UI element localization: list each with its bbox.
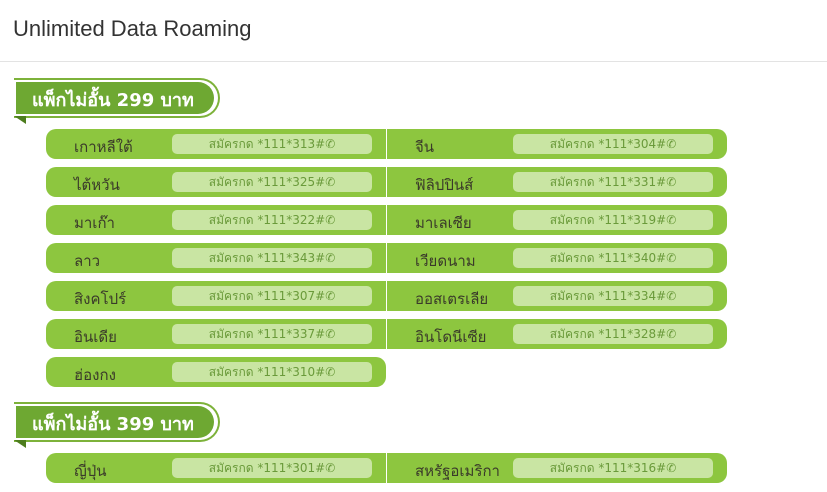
country-name: อินเดีย [74,328,117,346]
country-name: มาเลเซีย [415,214,472,232]
package-title: แพ็กไม่อั้น 299 บาท [32,90,194,111]
package-banner: แพ็กไม่อั้น 299 บาท [14,78,220,124]
country-name: มาเก๊า [74,214,115,232]
country-row[interactable]: ฮ่องกง สมัครกด *111*310#✆ [46,357,386,387]
country-name: เวียดนาม [415,252,476,270]
package-title: แพ็กไม่อั้น 399 บาท [32,414,194,435]
dial-code[interactable]: สมัครกด *111*319#✆ [513,210,713,230]
country-row[interactable]: ญี่ปุ่น สมัครกด *111*301#✆ [46,453,386,483]
country-name: ฟิลิปปินส์ [415,176,474,194]
dial-code[interactable]: สมัครกด *111*310#✆ [172,362,372,382]
dial-code[interactable]: สมัครกด *111*337#✆ [172,324,372,344]
country-row[interactable]: ไต้หวัน สมัครกด *111*325#✆ [46,167,386,197]
country-row[interactable]: ลาว สมัครกด *111*343#✆ [46,243,386,273]
country-name: อินโดนีเซีย [415,328,487,346]
dial-code[interactable]: สมัครกด *111*322#✆ [172,210,372,230]
country-row[interactable]: เกาหลีใต้ สมัครกด *111*313#✆ [46,129,386,159]
country-name: สิงคโปร์ [74,290,127,308]
country-row[interactable]: มาเก๊า สมัครกด *111*322#✆ [46,205,386,235]
country-row[interactable]: ออสเตรเลีย สมัครกด *111*334#✆ [387,281,727,311]
country-row[interactable]: ฟิลิปปินส์ สมัครกด *111*331#✆ [387,167,727,197]
dial-code[interactable]: สมัครกด *111*334#✆ [513,286,713,306]
package-banner: แพ็กไม่อั้น 399 บาท [14,402,220,448]
country-name: ฮ่องกง [74,366,116,384]
country-row[interactable]: มาเลเซีย สมัครกด *111*319#✆ [387,205,727,235]
country-name: ไต้หวัน [74,176,120,194]
dial-code[interactable]: สมัครกด *111*325#✆ [172,172,372,192]
page-title: Unlimited Data Roaming [13,16,252,41]
dial-code[interactable]: สมัครกด *111*301#✆ [172,458,372,478]
country-row[interactable]: สหรัฐอเมริกา สมัครกด *111*316#✆ [387,453,727,483]
dial-code[interactable]: สมัครกด *111*304#✆ [513,134,713,154]
country-row[interactable]: อินโดนีเซีย สมัครกด *111*328#✆ [387,319,727,349]
country-row[interactable]: จีน สมัครกด *111*304#✆ [387,129,727,159]
dial-code[interactable]: สมัครกด *111*316#✆ [513,458,713,478]
country-name: ออสเตรเลีย [415,290,489,308]
dial-code[interactable]: สมัครกด *111*340#✆ [513,248,713,268]
country-name: ญี่ปุ่น [74,462,107,480]
country-row[interactable]: เวียดนาม สมัครกด *111*340#✆ [387,243,727,273]
dial-code[interactable]: สมัครกด *111*331#✆ [513,172,713,192]
country-row[interactable]: อินเดีย สมัครกด *111*337#✆ [46,319,386,349]
dial-code[interactable]: สมัครกด *111*343#✆ [172,248,372,268]
country-name: จีน [415,138,435,156]
dial-code[interactable]: สมัครกด *111*328#✆ [513,324,713,344]
country-row[interactable]: สิงคโปร์ สมัครกด *111*307#✆ [46,281,386,311]
divider [0,61,827,62]
country-name: ลาว [74,252,101,270]
dial-code[interactable]: สมัครกด *111*307#✆ [172,286,372,306]
country-name: เกาหลีใต้ [74,138,133,156]
country-name: สหรัฐอเมริกา [415,462,500,480]
dial-code[interactable]: สมัครกด *111*313#✆ [172,134,372,154]
